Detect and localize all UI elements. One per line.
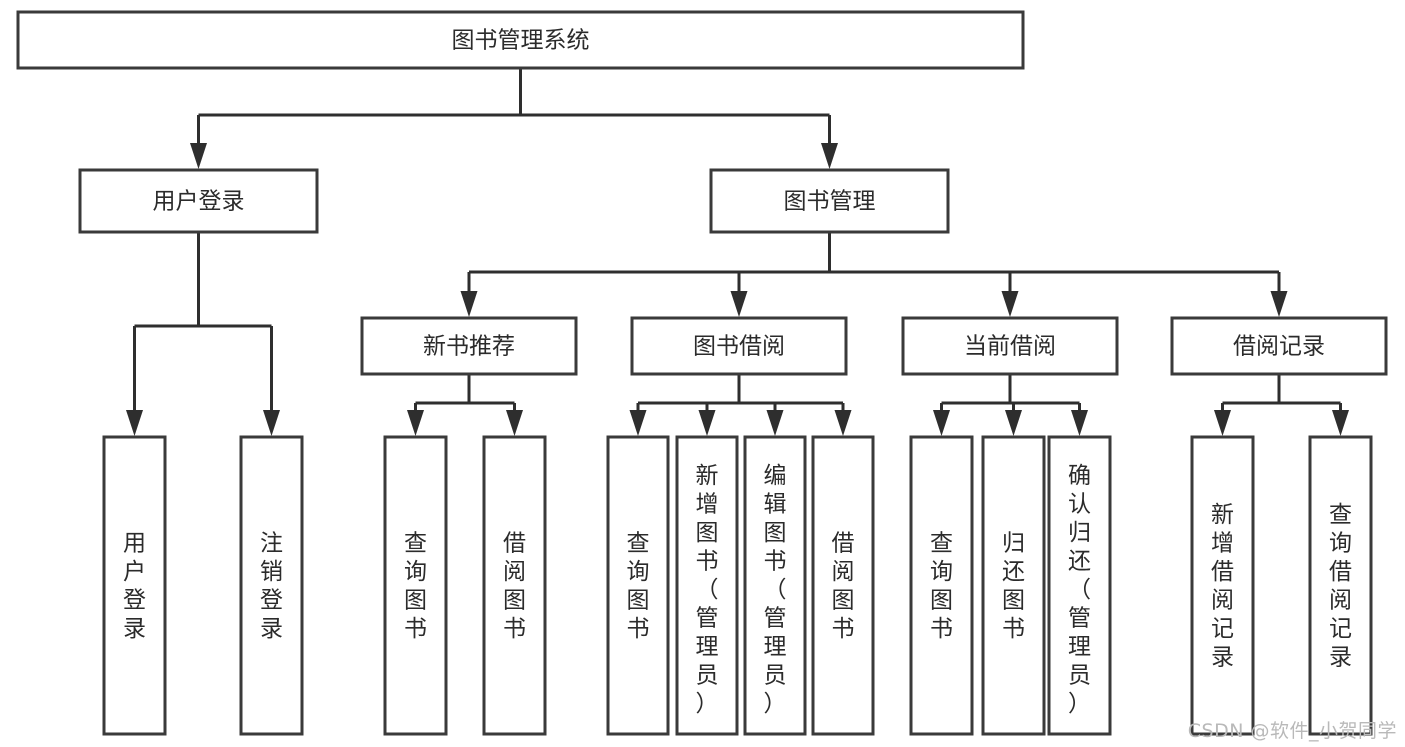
connector-c-record-split <box>1214 374 1349 436</box>
node-box-root <box>16 10 1025 70</box>
node-box-leaf-query-book-3 <box>909 435 974 736</box>
node-leaf-borrow-book-1[interactable]: 借阅图书 <box>482 435 547 736</box>
node-box-borrow-record <box>1170 316 1388 376</box>
arrow-head-icon <box>629 410 647 436</box>
node-label-leaf-return-book: 归还图书 <box>1002 531 1025 643</box>
node-box-leaf-query-book-1 <box>383 435 448 736</box>
arrow-head-icon <box>698 410 716 436</box>
node-leaf-edit-book[interactable]: 编辑图书（管理员） <box>743 435 807 736</box>
node-box-leaf-query-book-2 <box>606 435 670 736</box>
node-label-current-borrow: 当前借阅 <box>964 334 1056 360</box>
node-box-leaf-add-record <box>1190 435 1255 736</box>
arrow-head-icon <box>766 410 784 436</box>
node-leaf-query-book-3[interactable]: 查询图书 <box>909 435 974 736</box>
node-leaf-query-book-1[interactable]: 查询图书 <box>383 435 448 736</box>
arrow-head-icon <box>407 410 424 436</box>
node-label-leaf-logout: 注销登录 <box>260 531 283 643</box>
arrow-head-icon <box>1270 291 1288 317</box>
arrow-head-icon <box>506 410 523 436</box>
node-label-user-login: 用户登录 <box>153 189 245 215</box>
connector-c-bookmanage-split <box>460 232 1288 317</box>
connector-layer <box>126 68 1349 436</box>
node-leaf-query-record[interactable]: 查询借阅记录 <box>1308 435 1373 736</box>
node-box-book-borrow <box>630 316 848 376</box>
node-book-manage[interactable]: 图书管理 <box>709 168 950 234</box>
node-leaf-add-book[interactable]: 新增图书（管理员） <box>675 435 739 736</box>
node-box-leaf-add-book <box>675 435 739 736</box>
node-leaf-confirm-return[interactable]: 确认归还（管理员） <box>1047 435 1112 736</box>
arrow-head-icon <box>1001 291 1019 317</box>
connector-c-bookborrow-split <box>629 374 852 436</box>
node-current-borrow[interactable]: 当前借阅 <box>901 316 1119 376</box>
node-leaf-user-login[interactable]: 用户登录 <box>102 435 167 736</box>
node-label-leaf-query-book-1: 查询图书 <box>404 531 427 643</box>
node-box-leaf-confirm-return <box>1047 435 1112 736</box>
node-label-borrow-record: 借阅记录 <box>1233 334 1325 360</box>
node-box-leaf-borrow-book-2 <box>811 435 875 736</box>
arrow-head-icon <box>933 410 950 436</box>
node-label-leaf-add-book: 新增图书（管理员） <box>696 463 719 717</box>
node-new-book-rec[interactable]: 新书推荐 <box>360 316 578 376</box>
node-user-login[interactable]: 用户登录 <box>78 168 319 234</box>
arrow-head-icon <box>460 291 478 317</box>
node-leaf-logout[interactable]: 注销登录 <box>239 435 304 736</box>
node-leaf-return-book[interactable]: 归还图书 <box>981 435 1046 736</box>
arrow-head-icon <box>834 410 852 436</box>
connector-c-current-split <box>933 374 1088 436</box>
connector-c-newbook-split <box>407 374 523 436</box>
arrow-head-icon <box>1332 410 1349 436</box>
node-box-leaf-query-record <box>1308 435 1373 736</box>
node-label-new-book-rec: 新书推荐 <box>423 334 515 360</box>
node-leaf-query-book-2[interactable]: 查询图书 <box>606 435 670 736</box>
node-book-borrow[interactable]: 图书借阅 <box>630 316 848 376</box>
node-root[interactable]: 图书管理系统 <box>16 10 1025 70</box>
node-box-user-login <box>78 168 319 234</box>
arrow-head-icon <box>126 410 143 436</box>
arrow-head-icon <box>190 143 207 169</box>
arrow-head-icon <box>263 410 280 436</box>
connector-c-userlogin-split <box>126 232 280 436</box>
node-label-leaf-edit-book: 编辑图书（管理员） <box>764 463 787 717</box>
node-label-leaf-query-record: 查询借阅记录 <box>1329 502 1352 671</box>
node-label-leaf-add-record: 新增借阅记录 <box>1211 502 1234 671</box>
csdn-watermark: CSDN @软件_小贺同学 <box>1187 720 1397 742</box>
node-box-leaf-logout <box>239 435 304 736</box>
node-label-leaf-confirm-return: 确认归还（管理员） <box>1068 463 1091 717</box>
node-box-book-manage <box>709 168 950 234</box>
node-label-book-borrow: 图书借阅 <box>693 334 785 360</box>
node-box-leaf-user-login <box>102 435 167 736</box>
node-box-leaf-edit-book <box>743 435 807 736</box>
arrow-head-icon <box>730 291 748 317</box>
node-leaf-borrow-book-2[interactable]: 借阅图书 <box>811 435 875 736</box>
node-label-leaf-query-book-2: 查询图书 <box>627 531 650 643</box>
node-label-leaf-borrow-book-2: 借阅图书 <box>832 531 855 643</box>
node-box-new-book-rec <box>360 316 578 376</box>
node-label-leaf-user-login: 用户登录 <box>123 531 146 643</box>
arrow-head-icon <box>1005 410 1022 436</box>
node-box-leaf-borrow-book-1 <box>482 435 547 736</box>
arrow-head-icon <box>821 143 838 169</box>
node-label-leaf-borrow-book-1: 借阅图书 <box>503 531 526 643</box>
connector-c-root-split <box>190 68 838 169</box>
node-box-leaf-return-book <box>981 435 1046 736</box>
node-label-leaf-query-book-3: 查询图书 <box>930 531 953 643</box>
arrow-head-icon <box>1214 410 1231 436</box>
node-label-root: 图书管理系统 <box>452 28 590 54</box>
arrow-head-icon <box>1071 410 1088 436</box>
node-box-current-borrow <box>901 316 1119 376</box>
node-leaf-add-record[interactable]: 新增借阅记录 <box>1190 435 1255 736</box>
node-borrow-record[interactable]: 借阅记录 <box>1170 316 1388 376</box>
node-layer: 图书管理系统用户登录图书管理新书推荐图书借阅当前借阅借阅记录用户登录注销登录查询… <box>16 10 1388 736</box>
node-label-book-manage: 图书管理 <box>784 189 876 215</box>
